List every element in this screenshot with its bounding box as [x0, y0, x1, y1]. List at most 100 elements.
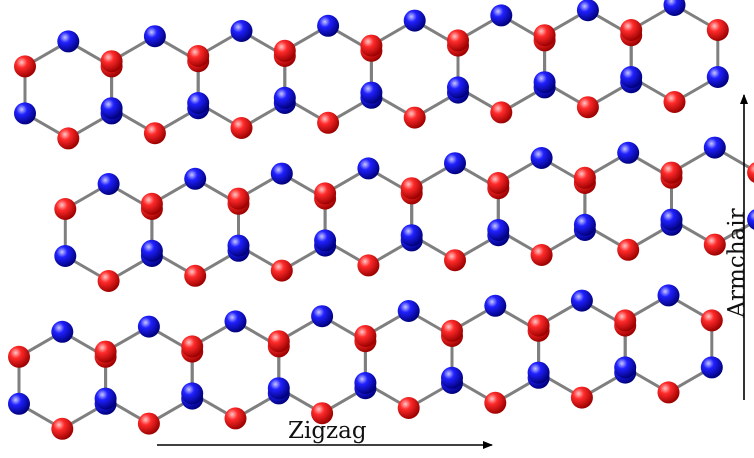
atom-blue: [314, 229, 337, 252]
atom-blue: [14, 102, 36, 125]
atom-blue: [617, 141, 640, 164]
atom-red: [403, 106, 426, 129]
atom-red: [660, 161, 683, 184]
atom-red: [227, 187, 250, 210]
atom-red: [187, 45, 210, 67]
atom-red: [360, 34, 383, 57]
atom-red: [181, 335, 204, 358]
atom-red: [441, 319, 463, 342]
atom-red: [317, 111, 340, 134]
atom-blue: [143, 25, 166, 48]
atom-red: [267, 330, 290, 353]
atom-blue: [490, 4, 513, 27]
atom-blue: [51, 320, 74, 343]
atom-blue: [181, 382, 204, 405]
atom-red: [663, 91, 686, 113]
atom-blue: [227, 234, 250, 257]
atom-blue: [54, 245, 77, 267]
atom-blue: [747, 209, 754, 230]
atom-red: [617, 238, 640, 261]
atom-red: [576, 96, 599, 119]
atom-blue: [570, 289, 593, 312]
atom-blue: [273, 86, 296, 109]
atom-blue: [137, 315, 160, 338]
atom-blue: [576, 0, 599, 22]
atom-blue: [484, 294, 507, 317]
atom-blue: [357, 157, 380, 180]
atom-red: [484, 391, 507, 414]
atom-blue: [8, 392, 30, 415]
atom-red: [527, 314, 550, 337]
atom-blue: [311, 305, 334, 328]
atom-red: [314, 182, 337, 205]
atom-red: [657, 381, 680, 404]
atom-red: [273, 39, 296, 62]
atom-blue: [397, 300, 420, 322]
atom-red: [230, 117, 253, 139]
atom-red: [487, 172, 510, 194]
atom-blue: [317, 14, 340, 37]
atom-red: [570, 386, 593, 409]
atom-blue: [706, 66, 729, 88]
atom-blue: [400, 224, 423, 247]
atom-blue: [403, 9, 426, 32]
atom-group: [8, 0, 754, 440]
atom-red: [57, 127, 80, 150]
atom-red: [54, 198, 77, 220]
atom-blue: [703, 136, 726, 159]
atom-blue: [224, 310, 247, 333]
atom-red: [143, 122, 166, 145]
atom-blue: [663, 0, 686, 16]
atom-blue: [573, 213, 596, 236]
atom-red: [444, 249, 466, 272]
atom-red: [533, 24, 556, 47]
atom-blue: [267, 377, 290, 400]
atom-red: [94, 340, 117, 363]
atom-red: [137, 412, 160, 435]
atom-red: [400, 177, 423, 200]
atom-blue: [94, 387, 117, 410]
atom-red: [490, 101, 513, 124]
atom-red: [447, 29, 469, 52]
atom-red: [184, 264, 207, 287]
armchair-direction-label: Armchair: [724, 208, 750, 318]
atom-red: [530, 244, 553, 266]
atom-red: [14, 55, 36, 78]
atom-red: [747, 162, 754, 183]
atom-blue: [620, 66, 643, 88]
atom-blue: [530, 147, 553, 169]
atom-blue: [657, 284, 680, 307]
atom-blue: [354, 372, 377, 394]
atom-red: [8, 345, 30, 368]
atom-red: [224, 407, 247, 430]
atom-red: [270, 259, 293, 282]
atom-blue: [527, 361, 550, 384]
atom-blue: [444, 152, 466, 175]
atom-red: [703, 233, 726, 256]
atom-red: [51, 417, 74, 440]
atom-red: [100, 50, 123, 73]
atom-red: [354, 325, 377, 347]
atom-blue: [140, 239, 163, 262]
atom-blue: [230, 20, 253, 42]
atom-blue: [187, 92, 210, 114]
atom-red: [97, 270, 120, 292]
atom-blue: [660, 208, 683, 231]
atom-red: [140, 192, 163, 215]
bond-group: [17, 3, 754, 431]
atom-red: [706, 19, 729, 41]
atom-red: [614, 309, 637, 332]
atom-blue: [447, 76, 469, 99]
atom-blue: [360, 81, 383, 104]
atom-blue: [100, 97, 123, 120]
atom-red: [357, 254, 380, 277]
atom-red: [620, 19, 643, 41]
atom-blue: [614, 356, 637, 379]
atom-red: [311, 402, 334, 425]
atom-blue: [184, 167, 207, 190]
atom-blue: [533, 71, 556, 94]
atom-blue: [270, 162, 293, 185]
atom-blue: [700, 356, 723, 379]
